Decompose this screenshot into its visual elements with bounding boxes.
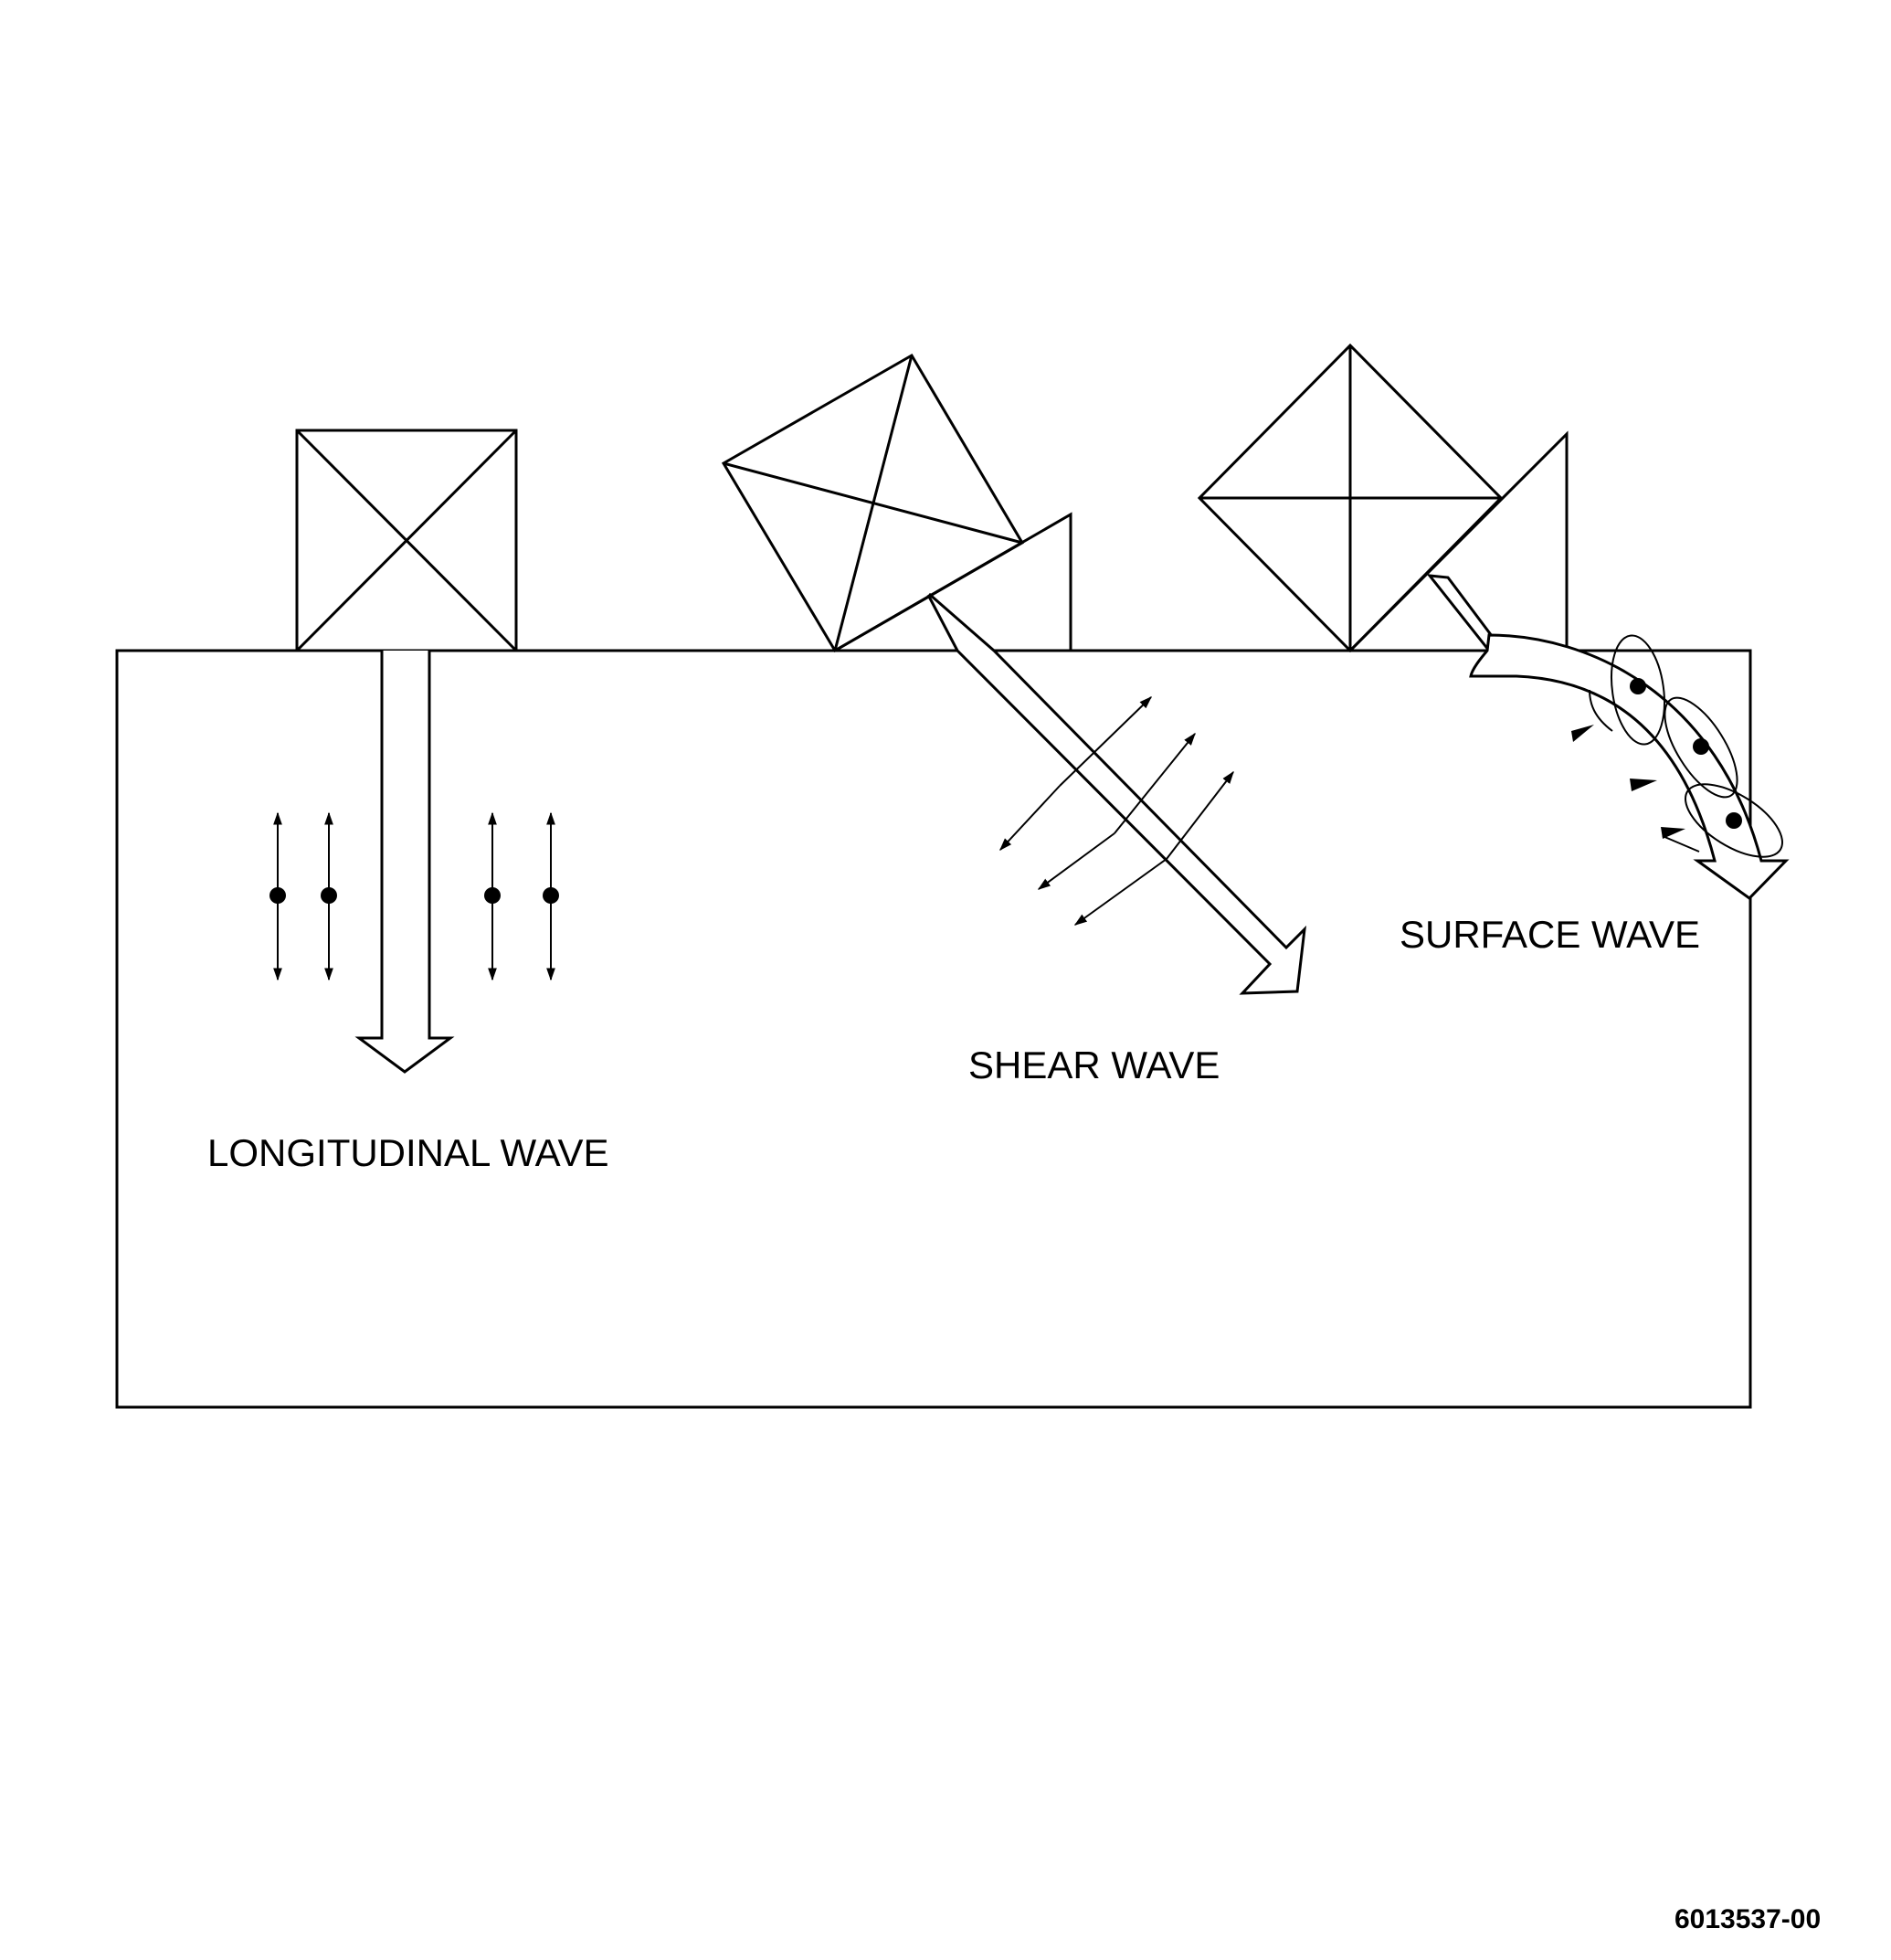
- surface-wave-label: SURFACE WAVE: [1400, 913, 1700, 956]
- longitudinal-beam-arrow: [354, 651, 455, 1074]
- shear-beam-arrow: [926, 592, 1306, 995]
- test-block: [115, 649, 1752, 1409]
- surface-wave-probe: [1197, 343, 1569, 653]
- shear-wave-label: SHEAR WAVE: [968, 1044, 1220, 1086]
- angle-beam-wedge: [829, 512, 1072, 652]
- surface-wave-wedge: [1347, 430, 1569, 652]
- shear-particle-motion: [999, 696, 1234, 926]
- straight-beam-probe: [295, 429, 518, 652]
- longitudinal-wave-label: LONGITUDINAL WAVE: [207, 1131, 609, 1174]
- surface-beam-arrow: [1469, 633, 1790, 900]
- surface-particle-motion: [1571, 634, 1784, 858]
- figure-number: 6013537-00: [1674, 1904, 1821, 1934]
- longitudinal-particle-motion: [269, 811, 559, 981]
- angle-beam-probe: [721, 353, 1072, 653]
